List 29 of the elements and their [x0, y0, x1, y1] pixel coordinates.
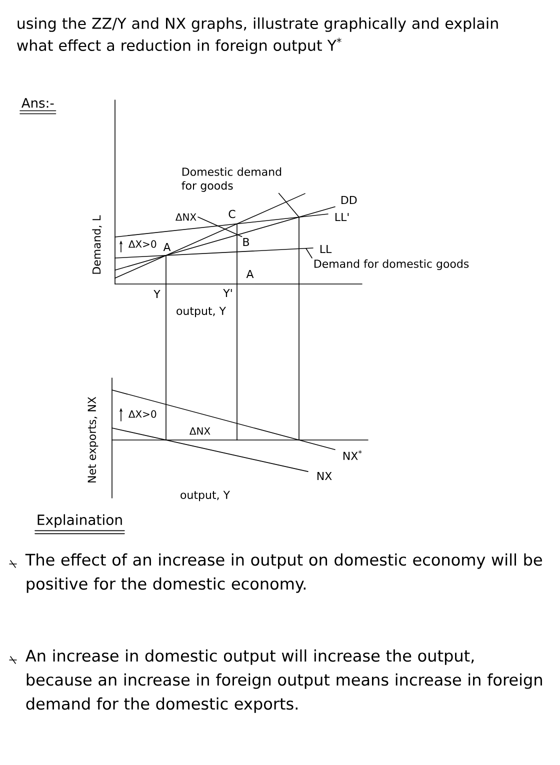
tick-label: Y' — [223, 289, 232, 298]
curve-label: LL — [320, 245, 332, 254]
annotation-text: Domestic demand for goods — [182, 167, 282, 192]
axis-label: Net exports, NX — [88, 396, 98, 482]
leader-line — [278, 192, 300, 218]
curve-label: LL' — [335, 213, 349, 222]
paragraph-text: An increase in domestic output will increase the output, because an increase in foreign output means increase in foreign demand for the domestic exports. — [26, 649, 542, 713]
leader-line — [198, 216, 242, 237]
curve-label: NX — [317, 472, 332, 480]
point-label: C — [228, 210, 236, 218]
change-label: ΔNX — [190, 427, 210, 435]
axis-label: Demand, L — [92, 215, 102, 274]
tick-label: Y — [154, 290, 160, 298]
paragraph-text: The effect of an increase in output on domestic economy will be positive for the domestic economy. — [25, 553, 542, 593]
axis-label: output, Y — [176, 306, 226, 318]
curve-label: NX$^{*}$ — [343, 450, 362, 460]
shift-label: ΔX>0 — [128, 240, 156, 248]
question-text: using the ZZ/Y and NX graphs, illustrate graphically and explain what effect a reduction in foreign output Y$^{*}$ — [17, 17, 498, 54]
point-label: A — [246, 270, 254, 278]
point-label: A — [163, 243, 171, 252]
answer-heading: Ans:- — [20, 98, 56, 114]
point-label: B — [243, 238, 249, 246]
axis-label: output, Y — [180, 490, 230, 502]
annotation-text: Demand for domestic goods — [314, 259, 469, 270]
curve-label: DD — [341, 196, 357, 204]
leader-line — [306, 248, 312, 258]
section-heading: Explaination — [34, 514, 125, 534]
shift-label: ΔX>0 — [128, 410, 156, 418]
annotation-text: ΔNX — [176, 213, 196, 221]
